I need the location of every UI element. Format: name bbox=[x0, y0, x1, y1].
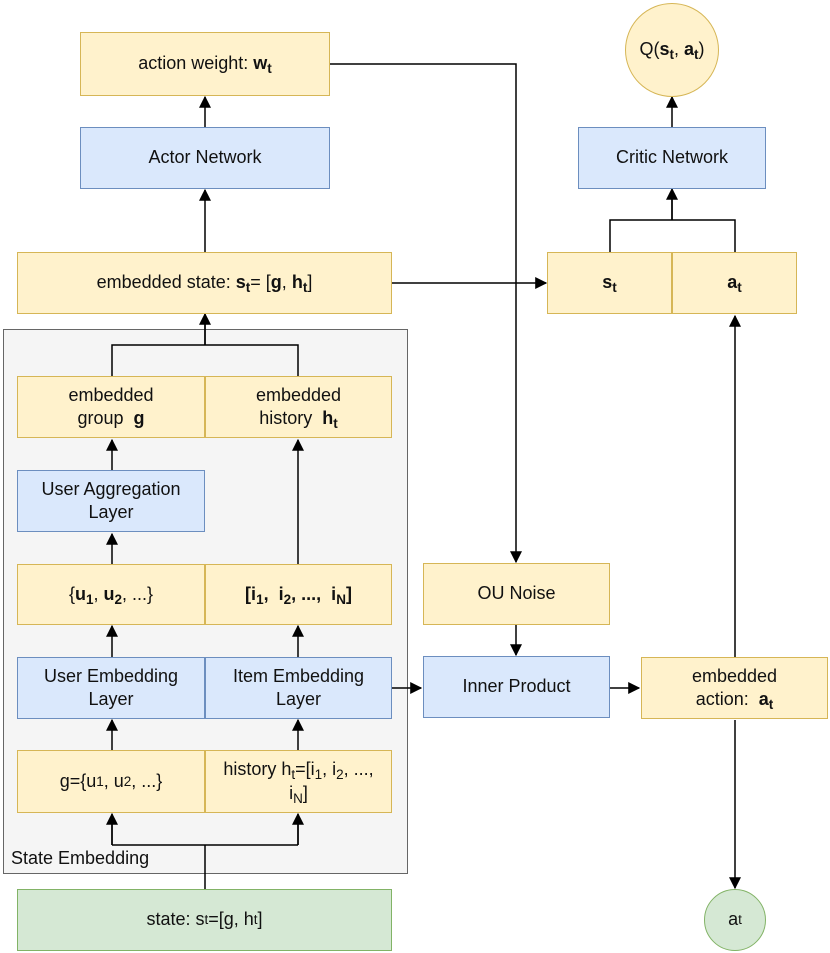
us-u2: u bbox=[103, 583, 115, 604]
es-mid: = [ bbox=[250, 272, 271, 293]
state-embedding-label: State Embedding bbox=[11, 848, 150, 868]
q-ssub: t bbox=[669, 47, 674, 63]
us-close: , ...} bbox=[122, 583, 154, 604]
user-aggregation-node: User Aggregation Layer bbox=[17, 470, 205, 532]
eh-line1: embedded bbox=[255, 384, 342, 405]
q-a: a bbox=[684, 39, 695, 60]
q-value-node: Q(st, at) bbox=[625, 3, 719, 97]
action-weight-node: action weight: wt bbox=[80, 32, 330, 96]
es-comma: , bbox=[281, 272, 287, 293]
edge-weight-to-noise bbox=[330, 63, 522, 564]
ea-bsub: t bbox=[768, 697, 774, 713]
es-pre: embedded state: bbox=[96, 272, 231, 293]
hi-mid: =[i bbox=[295, 759, 315, 780]
cs-s: s bbox=[602, 272, 613, 293]
ou-noise-node: OU Noise bbox=[423, 563, 610, 625]
eg-bold: g bbox=[133, 408, 145, 428]
us-u1: u bbox=[74, 583, 86, 604]
il-sub2: 2 bbox=[283, 591, 292, 607]
us-sub2: 2 bbox=[114, 591, 123, 607]
gi-mid: , u bbox=[103, 770, 124, 791]
hi-mid3: , ..., i bbox=[289, 759, 374, 803]
action-weight-text: action weight: bbox=[138, 53, 249, 74]
eh-bsub: t bbox=[333, 416, 338, 432]
eh-line2: history bbox=[259, 408, 318, 428]
il-iN: i bbox=[331, 583, 337, 604]
es-g: g bbox=[270, 272, 282, 293]
us-open: { bbox=[68, 583, 75, 604]
q-comma: , bbox=[673, 39, 679, 60]
il-sub1: 1 bbox=[256, 591, 264, 607]
es-end: ] bbox=[307, 272, 313, 293]
actor-network-node: Actor Network bbox=[80, 127, 330, 189]
es-h: h bbox=[291, 272, 303, 293]
hi-end: ] bbox=[302, 782, 308, 803]
il-mid: , ..., bbox=[291, 583, 327, 604]
user-embedding-node: User Embedding Layer bbox=[17, 657, 205, 719]
us-comma1: , bbox=[93, 583, 99, 604]
hi-hsub: t bbox=[291, 767, 296, 783]
si-end: ] bbox=[257, 909, 263, 930]
users-set-node: {u1, u2, ...} bbox=[17, 564, 205, 625]
hi-subN: N bbox=[293, 790, 303, 806]
cs-sub: t bbox=[612, 280, 617, 296]
ca-sub: t bbox=[737, 280, 742, 296]
ca-a: a bbox=[727, 272, 738, 293]
gi-end: , ...} bbox=[131, 770, 163, 791]
us-sub1: 1 bbox=[85, 591, 94, 607]
ao-a: a bbox=[728, 909, 739, 930]
es-hsub: t bbox=[302, 280, 308, 296]
embedded-group-node: embedded group g bbox=[17, 376, 205, 438]
embedded-state-node: embedded state: st = [g, ht] bbox=[17, 252, 392, 314]
history-input-node: history ht=[i1, i2, ..., iN] bbox=[205, 750, 392, 813]
il-subN: N bbox=[336, 591, 346, 607]
si-pre: state: s bbox=[146, 909, 205, 930]
item-embedding-node: Item Embedding Layer bbox=[205, 657, 392, 719]
il-close: ] bbox=[345, 583, 352, 604]
ea-bold: a bbox=[758, 689, 769, 709]
es-ssub: t bbox=[245, 280, 251, 296]
q-asub: t bbox=[694, 47, 699, 63]
eg-line2: group bbox=[77, 408, 129, 428]
embedded-history-node: embedded history ht bbox=[205, 376, 392, 438]
es-s: s bbox=[235, 272, 246, 293]
inner-product-node: Inner Product bbox=[423, 656, 610, 718]
il-open: [ bbox=[245, 583, 252, 604]
critic-network-node: Critic Network bbox=[578, 127, 766, 189]
q-s: s bbox=[659, 39, 670, 60]
hi-sub2: 2 bbox=[336, 767, 344, 783]
eg-line1: embedded bbox=[68, 384, 154, 405]
hi-mid2: , i bbox=[322, 759, 337, 780]
il-i2: i bbox=[278, 583, 284, 604]
q-pre: Q( bbox=[639, 39, 660, 60]
si-mid: =[g, h bbox=[208, 909, 254, 930]
items-list-node: [i1, i2, ..., iN] bbox=[205, 564, 392, 625]
eh-bold: h bbox=[322, 408, 334, 428]
edge-state-to-inputs bbox=[111, 815, 299, 889]
critic-action-node: at bbox=[672, 252, 797, 314]
action-weight-sub: t bbox=[267, 61, 272, 77]
gi-pre: g={u bbox=[59, 770, 97, 791]
il-comma1: , bbox=[263, 583, 274, 604]
hi-pre: history h bbox=[223, 759, 292, 780]
hi-sub1: 1 bbox=[314, 767, 323, 783]
action-weight-symbol: w bbox=[253, 53, 268, 74]
q-end: ) bbox=[698, 39, 705, 60]
ea-line2: action: bbox=[695, 689, 754, 709]
il-i1: i bbox=[251, 583, 257, 604]
critic-state-node: st bbox=[547, 252, 672, 314]
embedded-action-node: embedded action: at bbox=[641, 657, 828, 719]
ea-line1: embedded bbox=[691, 665, 778, 686]
